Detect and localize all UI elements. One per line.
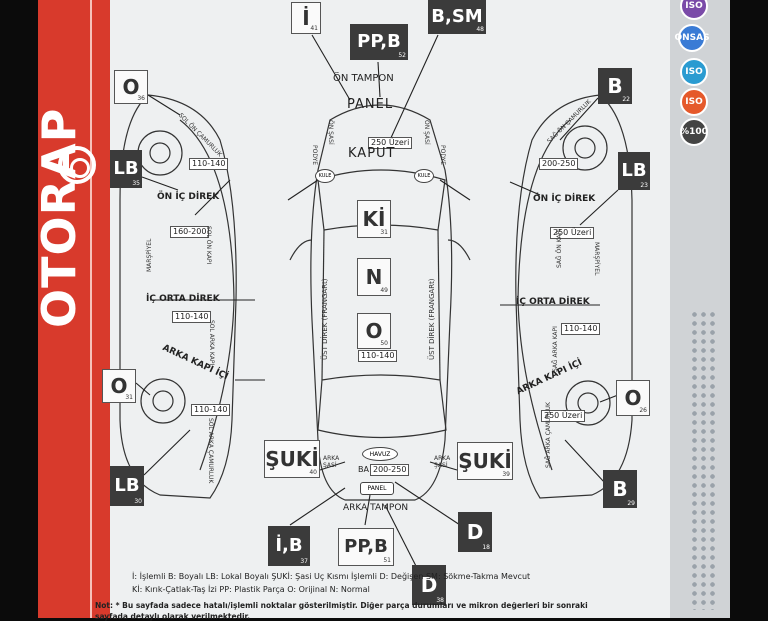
cert-badge-icon: %100 (680, 118, 708, 146)
left-on-ic-direk-label: ÖN İÇ DİREK (157, 192, 220, 202)
band-line (90, 0, 92, 618)
right-on-sasi-label: ÖN ŞASİ (423, 120, 430, 145)
right-arka-camurluk-label: SAĞ ARKA ÇAMURLUK (545, 402, 552, 468)
left-arka-sasi-label: ARKA ŞASİ (323, 455, 340, 469)
left-podye-label: PODYE (311, 145, 318, 166)
havuz-label: HAVUZ (362, 447, 398, 461)
right-ust-direk-label: ÜST DİREK (FRANGARt) (428, 278, 436, 360)
kaput-label: KAPUT (348, 146, 396, 161)
legend-line-1: İ: İşlemli B: Boyalı LB: Lokal Boyalı ŞU… (132, 572, 531, 581)
cert-badge-icon: ISO (680, 88, 708, 116)
right-on-camurluk-value: 200-250 (539, 158, 579, 170)
arka-panel-label: PANEL (360, 482, 394, 495)
left-arka-camurluk-value: 110-140 (191, 404, 231, 416)
on-tampon-label: ÖN TAMPON (333, 73, 394, 84)
left-front-wheel (137, 130, 183, 176)
right-arka-sasi-label: ARKA ŞASİ (434, 455, 451, 469)
note-line-2: sayfada detaylı olarak verilmektedir. (95, 612, 250, 621)
cert-badge-icon: ISO (680, 58, 708, 86)
top-car-rear-window (317, 374, 447, 439)
cert-badge-icon: ONSAS (674, 24, 710, 52)
left-ic-orta-direk-label: İÇ ORTA DİREK (146, 294, 220, 304)
left-arka-kapi-label: SOL ARKA KAPI (208, 320, 215, 366)
right-front-wheel (562, 125, 608, 171)
left-arka-camurluk-label: SOL ARKA ÇAMURLUK (207, 418, 214, 484)
bagaj-value: 200-250 (370, 464, 410, 476)
brand-band: OTORAP (38, 0, 110, 618)
kaput-value: 250 Üzeri (368, 137, 413, 149)
note-line-1: Not: * Bu sayfada sadece hatalı/işlemli … (95, 601, 588, 610)
right-arka-kapi-label: SAĞ ARKA KAPI (552, 326, 559, 372)
left-on-sasi-label: ÖN ŞASİ (327, 120, 334, 145)
left-arka-kapi-value: 110-140 (172, 311, 212, 323)
arka-tampon-label: ARKA TAMPON (343, 503, 409, 513)
right-on-kapi-label: SAĞ ÖN KAPI (556, 229, 563, 268)
top-car-windshield (317, 169, 446, 231)
tavan-value: 110-140 (358, 350, 398, 362)
left-kule-label: KULE (315, 169, 335, 183)
right-ic-orta-direk-label: İÇ ORTA DİREK (516, 297, 590, 307)
dot-pattern (690, 310, 716, 610)
left-rear-wheel (140, 378, 186, 424)
right-kule-label: KULE (414, 169, 434, 183)
cert-badge-icon: ISO (680, 0, 708, 20)
legend-line-2: Kİ: Kırık-Çatlak-Taş İzi PP: Plastik Par… (132, 585, 370, 594)
left-on-kapi-label: SOL ÖN KAPI (205, 226, 212, 265)
certificate-strip: ISO ONSAS ISO ISO %100 (670, 0, 730, 618)
top-car-outline (310, 104, 453, 501)
right-on-ic-direk-label: ÖN İÇ DİREK (533, 194, 596, 204)
right-on-kapi-value: 250 Üzeri (550, 227, 595, 239)
bagaj-prefix: BA (358, 465, 369, 474)
left-ust-direk-label: ÜST DİREK (FRANGARt) (321, 278, 329, 360)
left-on-kapi-value: 160-200 (170, 226, 210, 238)
right-podye-label: PODYE (439, 145, 446, 166)
left-car-outline (119, 94, 237, 499)
left-on-camurluk-value: 110-140 (189, 158, 229, 170)
right-rear-wheel (565, 380, 611, 426)
right-arka-camurluk-value: 250 Üzeri (541, 410, 586, 422)
right-arka-kapi-value: 110-140 (561, 323, 601, 335)
panel-label: PANEL (347, 97, 394, 112)
brand-logo-icon (58, 146, 96, 184)
right-marspiyel-label: MARŞPİYEL (593, 242, 600, 276)
left-marspiyel-label: MARŞPİYEL (146, 238, 153, 272)
